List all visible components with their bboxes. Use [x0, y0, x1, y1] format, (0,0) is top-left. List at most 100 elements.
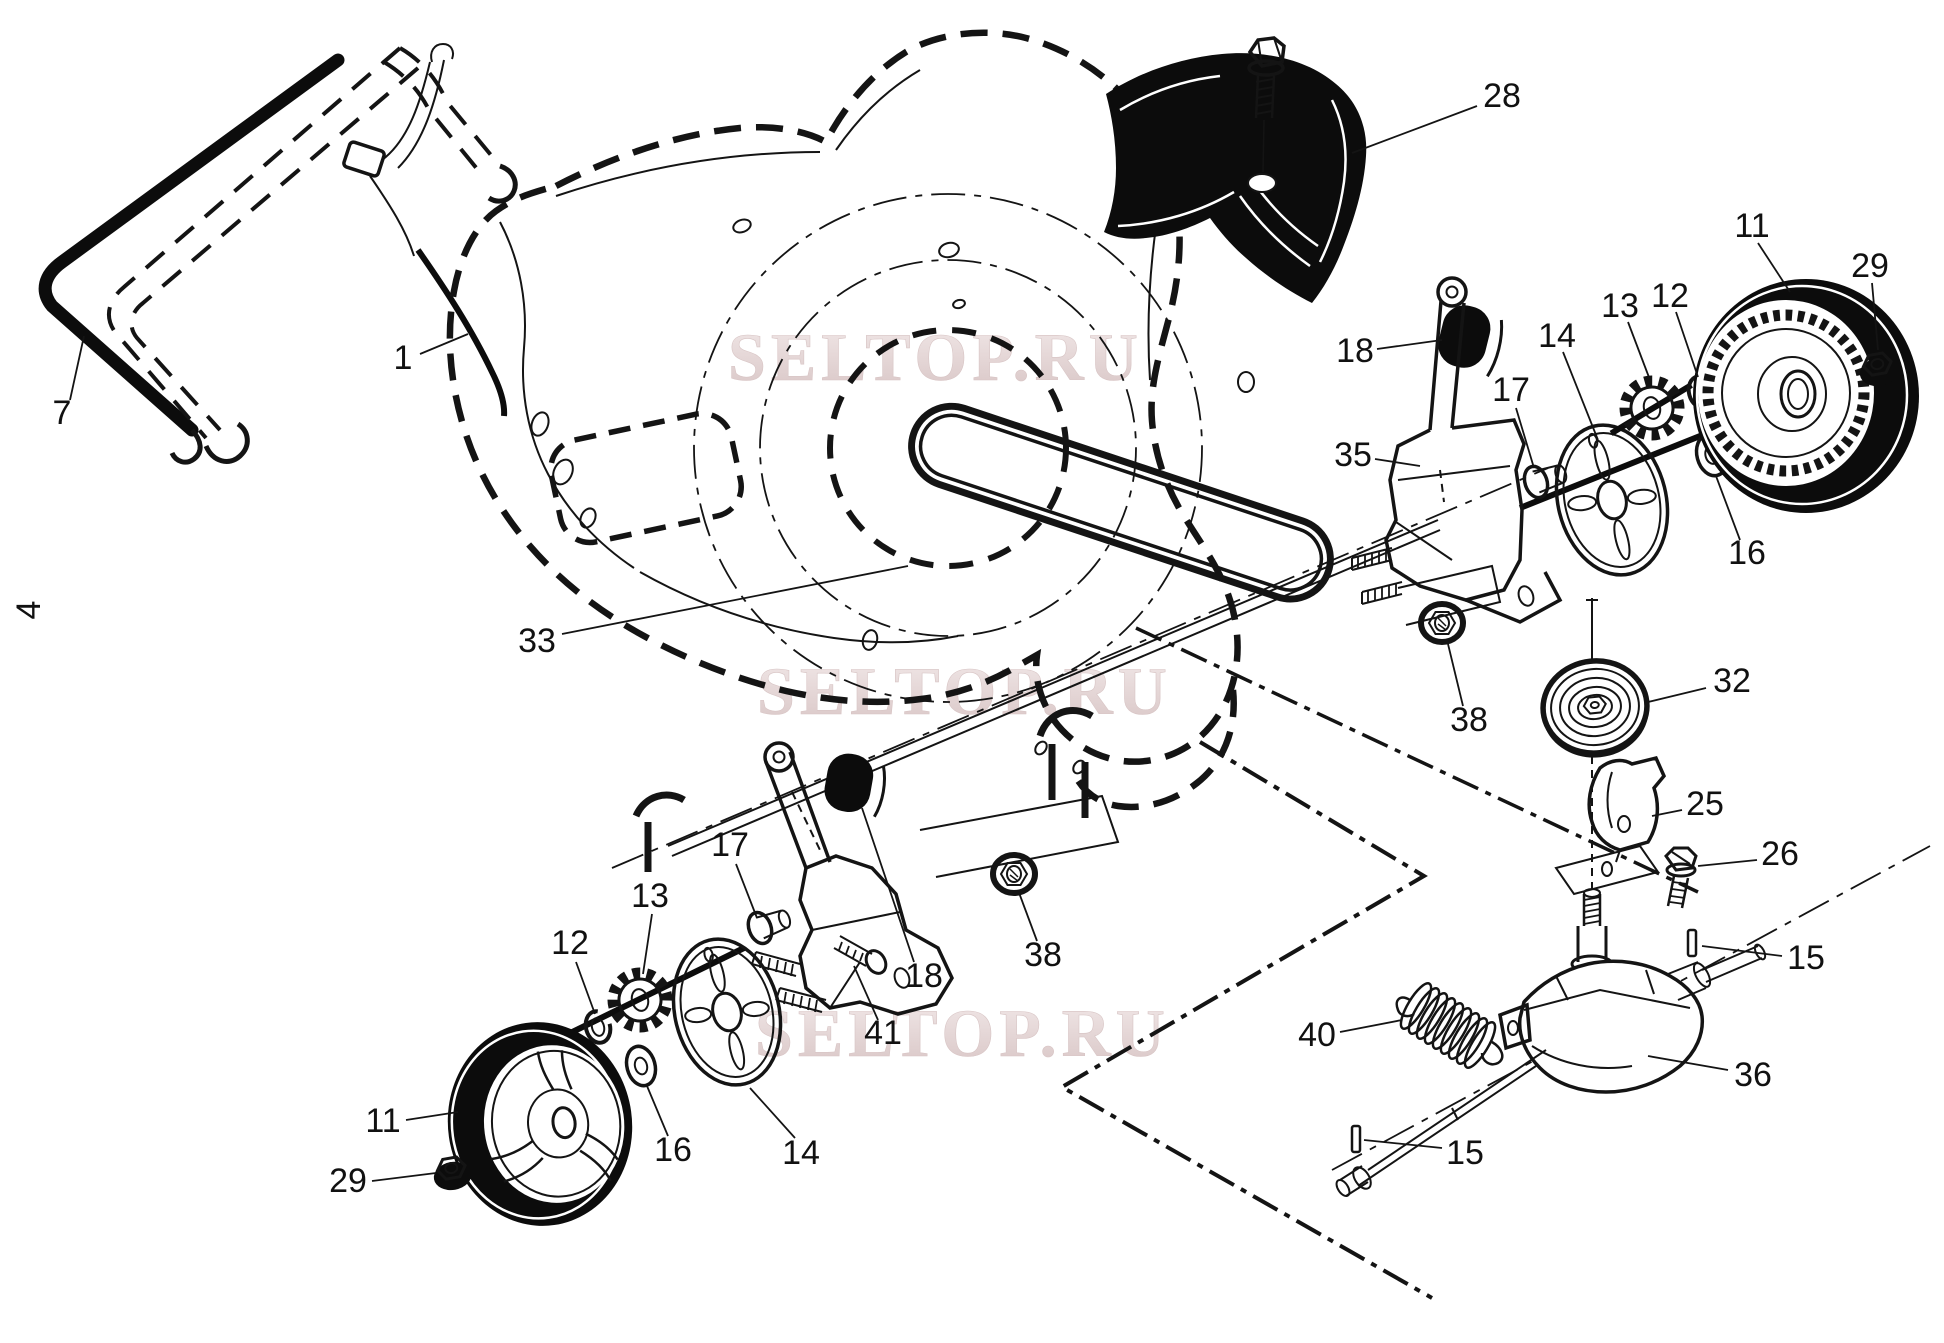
- drive-belt: [908, 402, 1334, 603]
- callout-leader-15: [1701, 945, 1783, 957]
- boundary-lines: [1057, 626, 1699, 1300]
- callout-label-18: 18: [905, 957, 943, 995]
- callout-label-26: 26: [1761, 835, 1799, 873]
- callout-leader-38: [1017, 889, 1038, 942]
- callout-leader-29: [1871, 282, 1879, 351]
- right-wheel-assembly: [1351, 276, 1919, 624]
- callout-label-12: 12: [551, 924, 589, 962]
- callout-leader-14: [749, 1087, 796, 1139]
- adjuster-grip-right: [1438, 305, 1504, 378]
- callout-leader-28: [1351, 105, 1478, 154]
- callout-label-17: 17: [1492, 371, 1530, 409]
- callout-leader-15: [1363, 1139, 1443, 1149]
- callout-label-15: 15: [1446, 1134, 1484, 1172]
- output-shaft-right: [1667, 943, 1767, 1001]
- watermark-text: SELTOP.RU: [755, 995, 1170, 1071]
- callout-leader-14: [1562, 351, 1599, 441]
- carriage-bolt-41: [833, 935, 888, 975]
- watermark-text: SELTOP.RU: [757, 653, 1172, 729]
- callout-leader-40: [1339, 1019, 1403, 1033]
- belt-cover-group: [1104, 36, 1367, 304]
- klik-pin-lower: [1350, 1124, 1362, 1154]
- klik-pin-upper: [1686, 928, 1698, 958]
- callout-leader-41: [853, 965, 879, 1021]
- callout-leader-16: [1715, 475, 1741, 541]
- callout-label-28: 28: [1483, 77, 1521, 115]
- callout-label-33: 33: [518, 622, 556, 660]
- pulley-group: [1540, 598, 1698, 909]
- deck-holes: [530, 218, 1255, 651]
- callout-leader-32: [1647, 687, 1707, 703]
- callout-leader-38: [1447, 643, 1464, 707]
- callout-leader-1: [419, 333, 469, 355]
- callout-label-32: 32: [1713, 662, 1751, 700]
- callout-leader-26: [1697, 859, 1758, 867]
- callout-label-25: 25: [1686, 785, 1724, 823]
- callout-leader-11: [1757, 242, 1791, 293]
- axle-shaft: [1335, 1049, 1547, 1198]
- callout-label-40: 40: [1298, 1016, 1336, 1054]
- callout-label-14: 14: [782, 1134, 820, 1172]
- callout-label-14: 14: [1538, 317, 1576, 355]
- callout-label-17: 17: [711, 826, 749, 864]
- callout-leader-18: [861, 807, 915, 963]
- flange-nut-right: [1418, 601, 1466, 645]
- wheel-right: [1693, 279, 1919, 513]
- callout-leader-29: [371, 1172, 437, 1182]
- callout-label-41: 41: [864, 1014, 902, 1052]
- callout-label-15: 15: [1787, 939, 1825, 977]
- callout-label-11: 11: [365, 1102, 400, 1140]
- callout-label-38: 38: [1450, 701, 1488, 739]
- pinion-gear-right: [1609, 375, 1693, 441]
- control-cable: [342, 42, 508, 417]
- lower-handle-bar: [38, 53, 345, 437]
- callout-label-11: 11: [1734, 207, 1769, 245]
- callout-label-18: 18: [1336, 332, 1374, 370]
- transmission-group: [1331, 845, 1931, 1198]
- adjuster-grip-left: [824, 753, 886, 818]
- callout-leader-13: [1627, 321, 1651, 381]
- upper-handle-tube: [106, 46, 518, 464]
- callout-leader-17: [1515, 407, 1535, 469]
- callout-label-29: 29: [1851, 247, 1889, 285]
- callout-leader-18: [1376, 339, 1443, 350]
- axle-rod-group: [611, 467, 1549, 896]
- mower-deck: [446, 29, 1255, 811]
- callout-leader-13: [642, 913, 653, 975]
- cable-sheath: [415, 248, 508, 417]
- callout-leader-25: [1651, 809, 1683, 817]
- callout-leader-33: [561, 565, 909, 635]
- callout-label-29: 29: [329, 1162, 367, 1200]
- drive-spring: [1395, 982, 1504, 1069]
- cover-bolt: [1247, 36, 1286, 173]
- page-number: 4: [10, 601, 48, 620]
- handle-assembly: [38, 42, 518, 465]
- callout-label-16: 16: [654, 1131, 692, 1169]
- callout-leader-7: [69, 335, 85, 401]
- drive-disc-right: [1554, 423, 1670, 577]
- callout-label-35: 35: [1334, 436, 1372, 474]
- callout-leader-12: [1675, 311, 1699, 378]
- callout-leader-16: [646, 1085, 669, 1137]
- callout-label-38: 38: [1024, 936, 1062, 974]
- callout-label-16: 16: [1728, 534, 1766, 572]
- callout-leader-11: [405, 1111, 459, 1121]
- callout-label-13: 13: [631, 877, 669, 915]
- callout-label-1: 1: [394, 339, 413, 377]
- wheel-nut-left: [433, 1155, 472, 1191]
- callout-label-36: 36: [1734, 1056, 1772, 1094]
- callout-label-13: 13: [1601, 287, 1639, 325]
- flange-nut-center: [990, 852, 1038, 896]
- callout-label-7: 7: [53, 394, 72, 432]
- callout-leader-35: [1374, 458, 1421, 467]
- gearbox-body: [1498, 959, 1705, 1094]
- drive-disc-left: [671, 937, 783, 1087]
- height-adjuster-bracket-right: [1351, 276, 1563, 624]
- callout-label-12: 12: [1651, 277, 1689, 315]
- bushing-left: [746, 909, 792, 946]
- callout-leader-12: [575, 961, 596, 1015]
- belt-cover: [1104, 53, 1367, 304]
- engine-pulley: [1540, 658, 1650, 758]
